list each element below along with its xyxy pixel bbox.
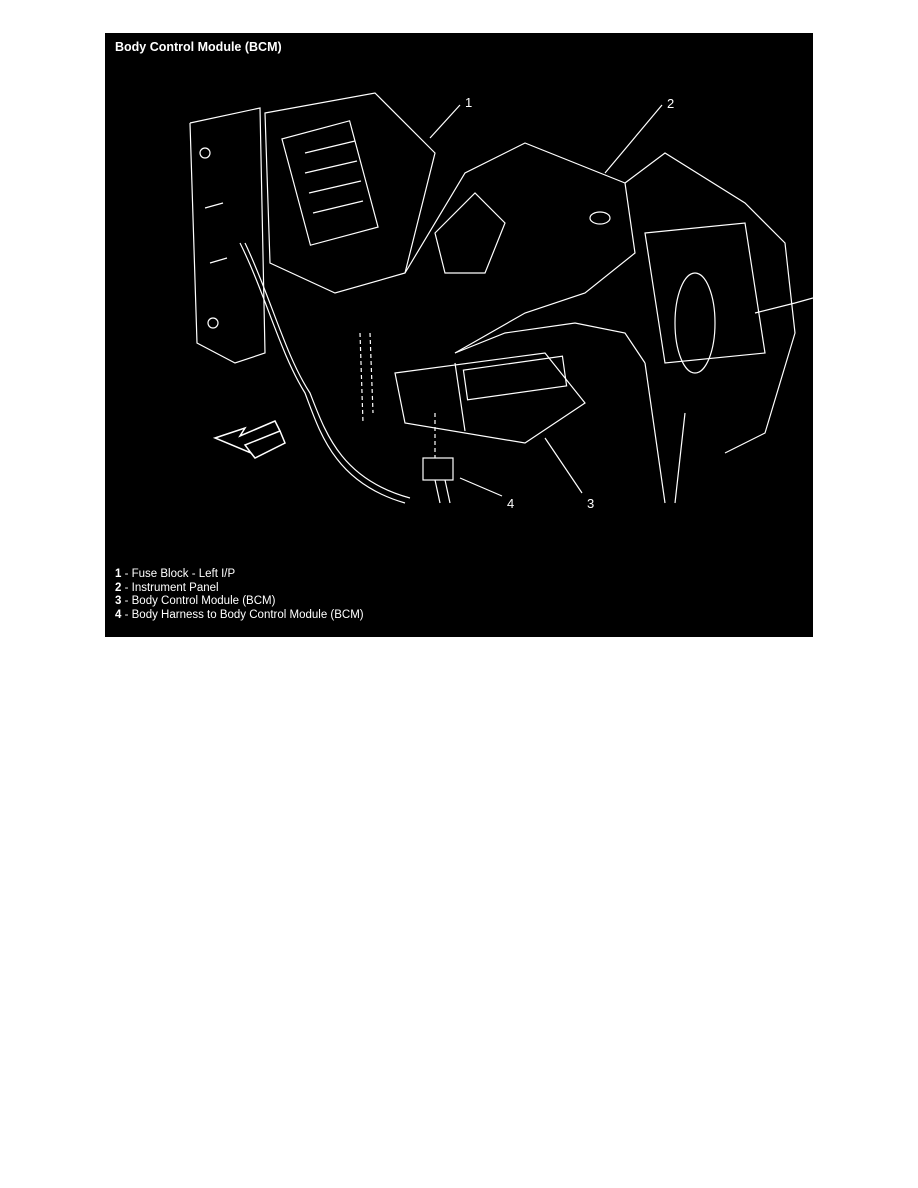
- left-bracket: [189, 107, 266, 364]
- instrument-panel-illustration: [189, 92, 813, 504]
- legend-item: 2 - Instrument Panel: [115, 581, 219, 594]
- leader-line-1: [429, 104, 461, 139]
- front-arrow-icon: [212, 420, 286, 459]
- legend-item: 1 - Fuse Block - Left I/P: [115, 568, 236, 580]
- callout-3: 3: [587, 496, 595, 511]
- leader-line-2: [604, 104, 663, 174]
- body-harness: [239, 242, 454, 504]
- diagram-figure: Body Control Module (BCM): [105, 33, 813, 637]
- callout-2: 2: [667, 96, 675, 111]
- body-control-module: [394, 352, 586, 444]
- legend-item: 4 - Body Harness to Body Control Module …: [115, 608, 364, 621]
- instrument-panel-frame: [404, 142, 813, 504]
- callout-1: 1: [465, 95, 473, 110]
- legend-item: 3 - Body Control Module (BCM): [115, 595, 276, 607]
- figure-title: Body Control Module (BCM): [115, 40, 282, 54]
- leader-line-3: [544, 437, 583, 494]
- leader-line-4: [459, 477, 503, 497]
- legend: 1 - Fuse Block - Left I/P 2 - Instrument…: [115, 568, 364, 622]
- callout-4: 4: [507, 496, 515, 511]
- fuse-block: [264, 92, 436, 294]
